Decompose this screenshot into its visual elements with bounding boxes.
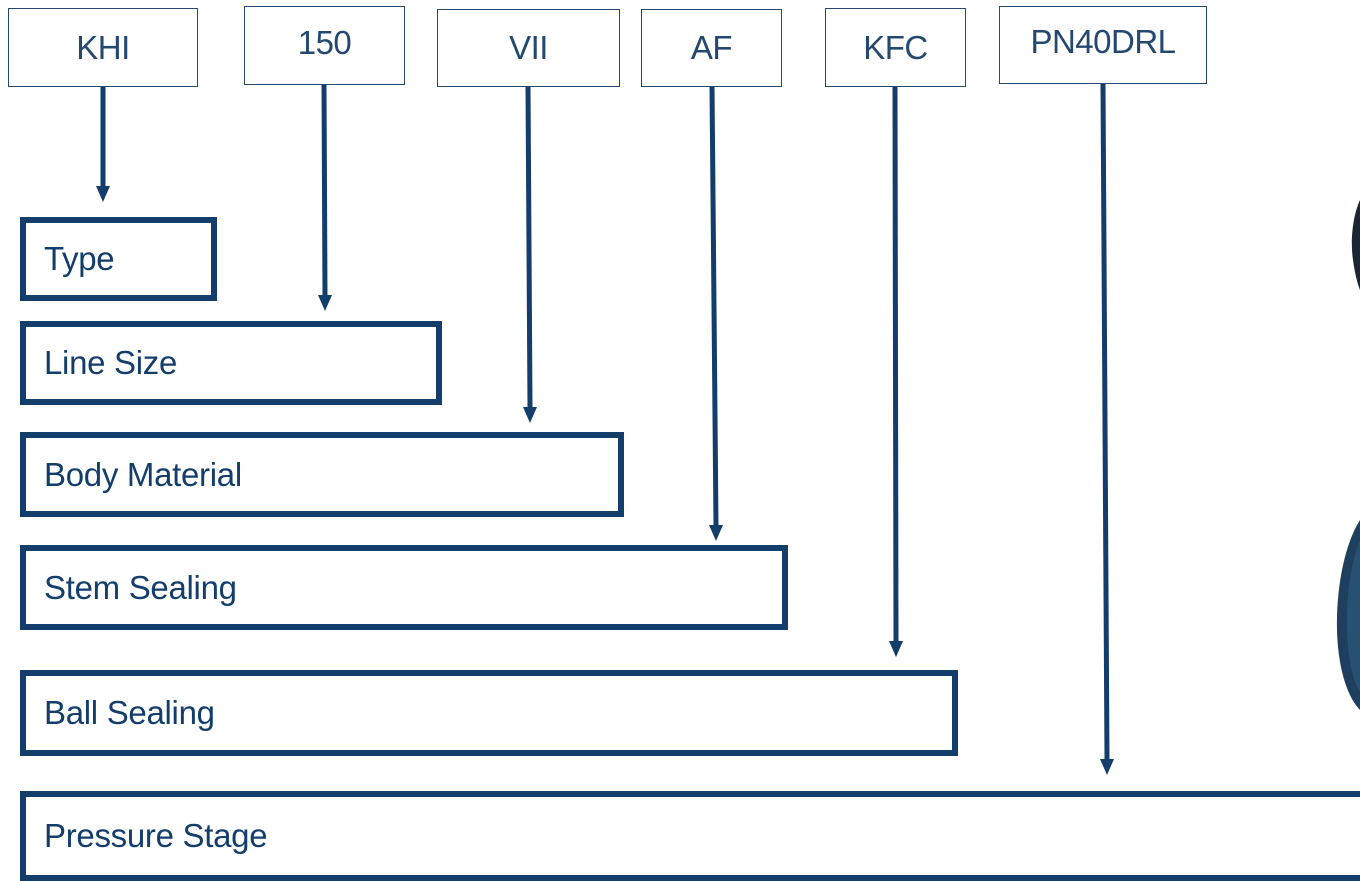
code-box-ball-sealing: KFC bbox=[825, 8, 966, 87]
field-label-type: Type bbox=[44, 240, 115, 277]
code-box-type: KHI bbox=[8, 8, 198, 87]
arrowhead-type bbox=[96, 186, 110, 202]
code-text-body-material: VII bbox=[509, 29, 548, 66]
valve-image-fragment-bottom bbox=[1336, 520, 1360, 710]
code-box-pressure-stage: PN40DRL bbox=[999, 6, 1207, 84]
field-box-stem-sealing: Stem Sealing bbox=[20, 545, 788, 630]
arrow-stem-sealing bbox=[709, 85, 719, 527]
arrow-body-material bbox=[525, 85, 533, 409]
code-text-line-size: 150 bbox=[297, 23, 352, 61]
arrowhead-ball-sealing bbox=[889, 641, 903, 657]
field-box-type: Type bbox=[20, 217, 217, 301]
arrow-ball-sealing bbox=[892, 85, 899, 643]
code-text-stem-sealing: AF bbox=[690, 29, 733, 66]
field-box-body-material: Body Material bbox=[20, 432, 624, 517]
code-box-stem-sealing: AF bbox=[641, 9, 782, 87]
field-label-pressure-stage: Pressure Stage bbox=[44, 817, 268, 854]
arrowhead-line-size bbox=[318, 295, 332, 311]
code-box-body-material: VII bbox=[437, 9, 620, 87]
field-label-stem-sealing: Stem Sealing bbox=[44, 568, 237, 606]
arrow-pressure-stage bbox=[1100, 83, 1110, 761]
code-box-line-size: 150 bbox=[244, 6, 405, 85]
field-label-line-size: Line Size bbox=[44, 344, 178, 381]
field-label-ball-sealing: Ball Sealing bbox=[44, 694, 215, 731]
field-label-body-material: Body Material bbox=[44, 455, 242, 493]
field-box-pressure-stage: Pressure Stage bbox=[20, 791, 1360, 881]
arrowhead-body-material bbox=[523, 407, 537, 423]
arrowhead-stem-sealing bbox=[709, 525, 723, 541]
code-text-ball-sealing: KFC bbox=[863, 28, 928, 66]
arrow-line-size bbox=[321, 83, 328, 297]
valve-image-fragment-top bbox=[1351, 200, 1360, 290]
field-box-line-size: Line Size bbox=[20, 321, 442, 405]
code-text-type: KHI bbox=[76, 28, 130, 66]
field-box-ball-sealing: Ball Sealing bbox=[20, 670, 958, 756]
arrowhead-pressure-stage bbox=[1100, 759, 1114, 775]
code-text-pressure-stage: PN40DRL bbox=[1030, 23, 1176, 60]
